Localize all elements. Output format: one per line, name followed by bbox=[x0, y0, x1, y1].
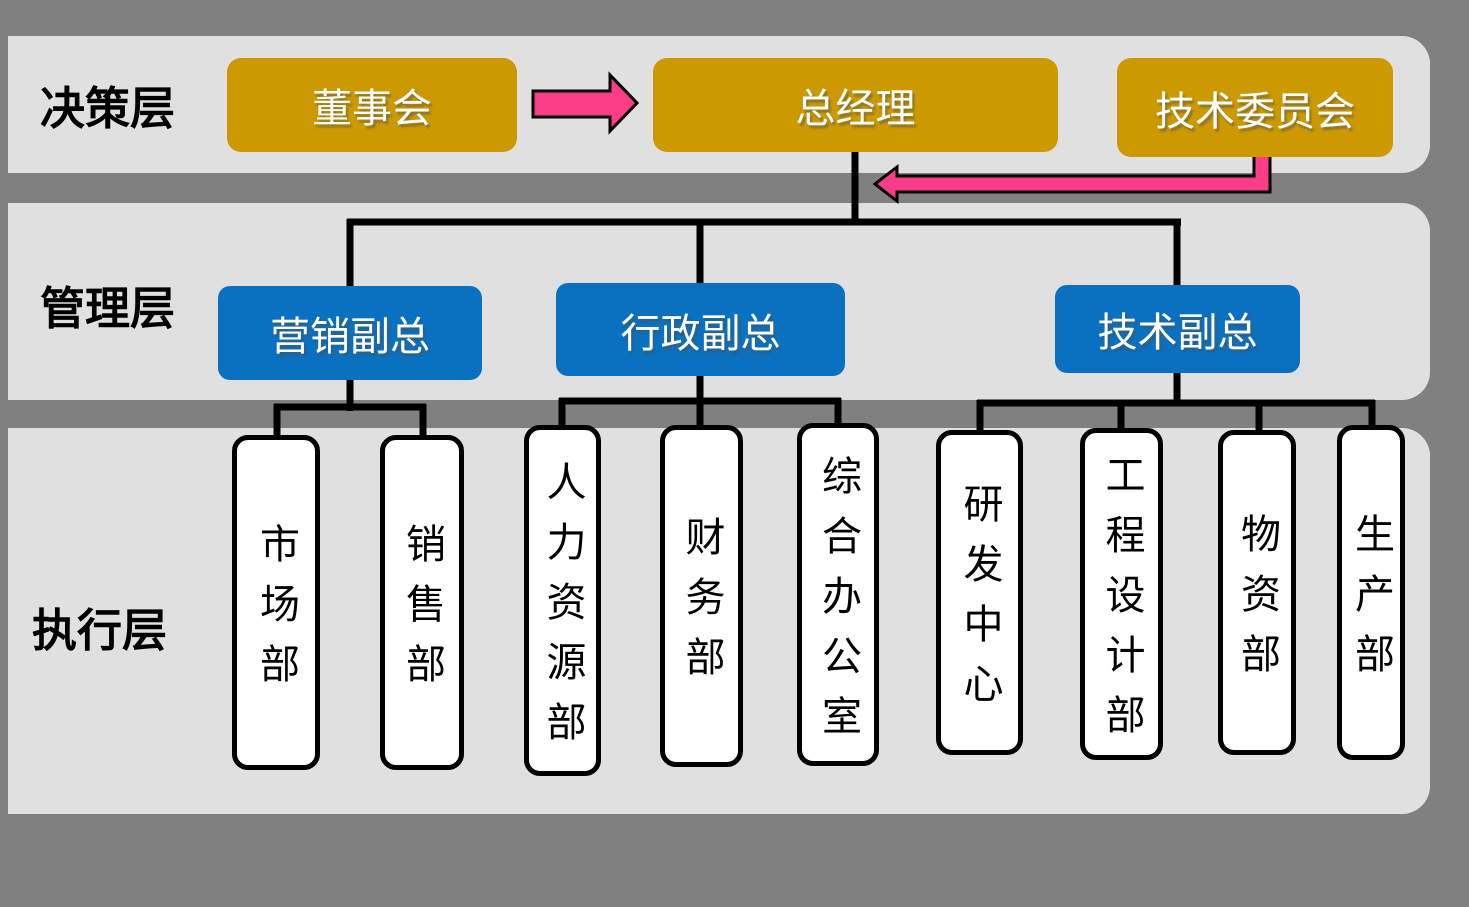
feedback-arrow-left-icon bbox=[872, 148, 1272, 205]
node-marketing-dept-label: 市场部 bbox=[253, 522, 299, 703]
node-materials-dept-label: 物资部 bbox=[1234, 512, 1280, 693]
node-general-manager: 总经理 bbox=[653, 58, 1058, 152]
node-technical-committee: 技术委员会 bbox=[1117, 58, 1393, 157]
node-tech-vp: 技术副总 bbox=[1055, 285, 1300, 373]
node-sales-dept: 销售部 bbox=[380, 435, 464, 770]
node-production-dept-label: 生产部 bbox=[1348, 512, 1394, 693]
decision-layer-label: 决策层 bbox=[40, 82, 176, 135]
node-finance-dept: 财务部 bbox=[660, 425, 743, 767]
node-materials-dept: 物资部 bbox=[1218, 430, 1296, 755]
node-admin-vp: 行政副总 bbox=[556, 283, 845, 376]
node-engineering-design-dept-label: 工程设计部 bbox=[1098, 454, 1145, 754]
execution-layer-label: 执行层 bbox=[32, 604, 168, 657]
node-marketing-dept: 市场部 bbox=[232, 435, 320, 770]
node-hr-dept-label: 人力资源部 bbox=[539, 460, 586, 761]
node-finance-dept-label: 财务部 bbox=[678, 516, 725, 696]
node-production-dept: 生产部 bbox=[1337, 425, 1405, 760]
node-sales-dept-label: 销售部 bbox=[399, 522, 445, 703]
node-general-office: 综合办公室 bbox=[797, 423, 879, 766]
node-hr-dept: 人力资源部 bbox=[524, 425, 601, 776]
management-layer-label: 管理层 bbox=[40, 282, 176, 335]
node-rd-center: 研发中心 bbox=[936, 430, 1023, 755]
node-board-of-directors: 董事会 bbox=[227, 58, 517, 152]
node-general-office-label: 综合办公室 bbox=[815, 454, 861, 755]
node-engineering-design-dept: 工程设计部 bbox=[1080, 428, 1163, 760]
node-marketing-vp: 营销副总 bbox=[218, 286, 482, 380]
flow-arrow-right-icon bbox=[531, 71, 640, 135]
node-rd-center-label: 研发中心 bbox=[956, 482, 1003, 723]
